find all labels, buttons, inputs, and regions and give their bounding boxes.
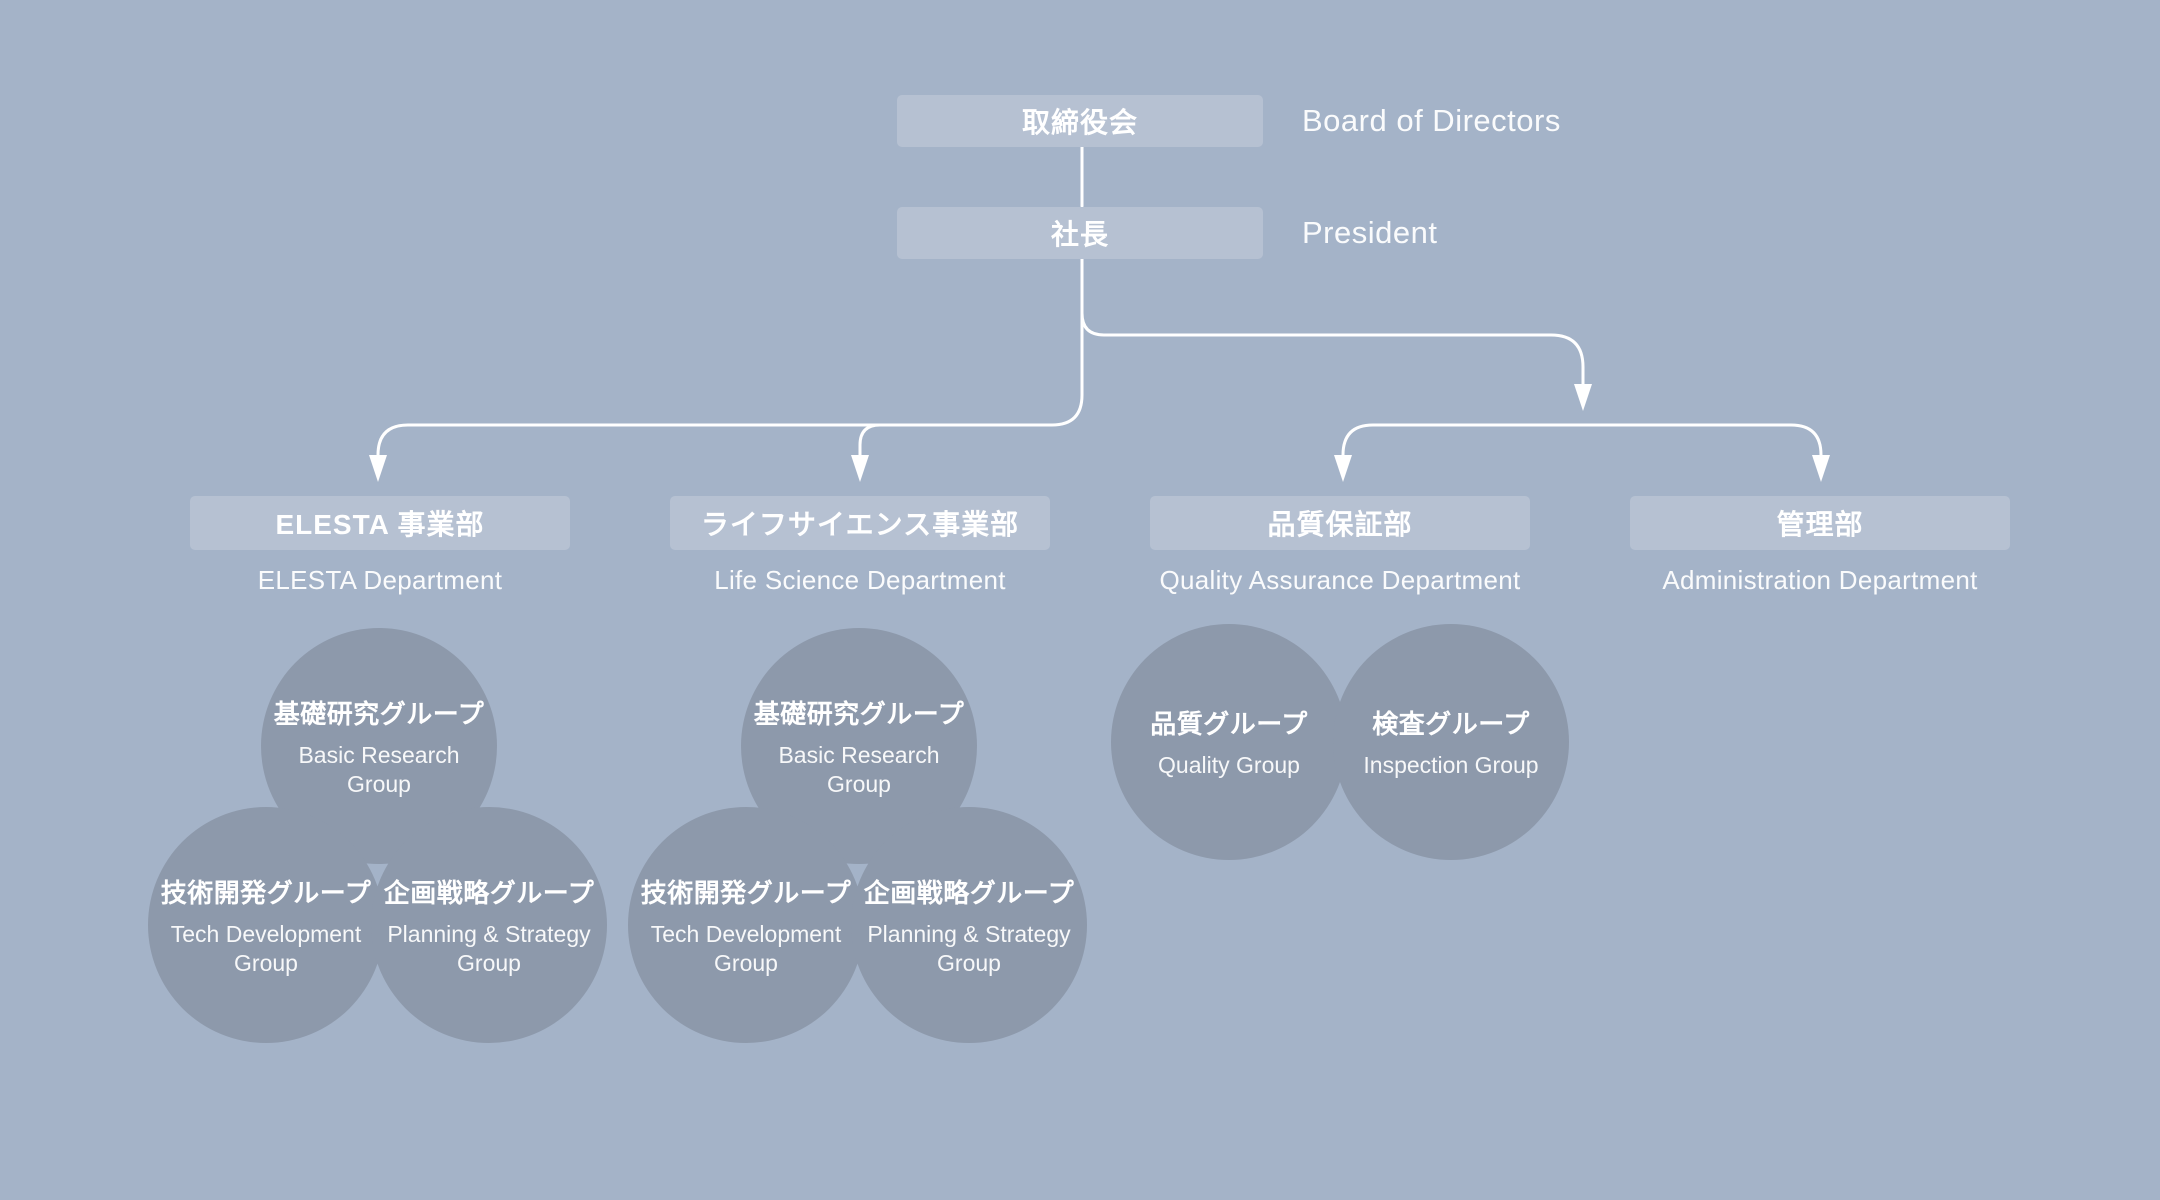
group-label-jp: 基礎研究グループ (273, 698, 485, 729)
group-label-jp: 技術開発グループ (160, 877, 372, 908)
dept-elesta-label-en: ELESTA Department (257, 565, 503, 595)
dept-life-science-label-jp: ライフサイエンス事業部 (700, 509, 1020, 540)
connector-president-to-elesta (376, 257, 1084, 459)
dept-quality-assurance-label-en: Quality Assurance Department (1159, 565, 1521, 595)
arrowhead-qa (1334, 455, 1352, 482)
dept-quality-assurance-label-jp: 品質保証部 (1267, 509, 1413, 540)
connector-qa-admin-split (1341, 423, 1823, 459)
arrowhead-right-branch (1574, 384, 1592, 411)
connector-branch-life-science (858, 423, 882, 459)
group-circle-ls-tech-development: 技術開発グループ Tech Development Group (628, 807, 864, 1043)
group-label-jp: 品質グループ (1150, 709, 1308, 739)
node-dept-elesta: ELESTA 事業部 (190, 496, 570, 550)
connector-president-right-branch (1080, 311, 1585, 387)
group-label-jp: 基礎研究グループ (753, 698, 965, 729)
group-label-en: Inspection Group (1363, 752, 1539, 778)
group-label-en: Planning & Strategy Group (387, 920, 591, 976)
dept-elesta-label-jp: ELESTA 事業部 (275, 509, 485, 540)
group-label-jp: 企画戦略グループ (863, 877, 1075, 908)
group-label-en: Planning & Strategy Group (867, 920, 1071, 976)
group-circle-qa-inspection: 検査グループ Inspection Group (1333, 624, 1569, 860)
arrowhead-admin (1812, 455, 1830, 482)
president-label-en: President (1302, 215, 1438, 250)
group-label-en: Tech Development Group (650, 920, 842, 976)
node-dept-quality-assurance: 品質保証部 (1150, 496, 1530, 550)
group-label-jp: 検査グループ (1372, 709, 1530, 739)
node-dept-administration: 管理部 (1630, 496, 2010, 550)
group-label-jp: 企画戦略グループ (383, 877, 595, 908)
group-circle-qa-quality: 品質グループ Quality Group (1111, 624, 1347, 860)
group-circle-elesta-planning-strategy: 企画戦略グループ Planning & Strategy Group (371, 807, 607, 1043)
group-circle-elesta-tech-development: 技術開発グループ Tech Development Group (148, 807, 384, 1043)
group-label-jp: 技術開発グループ (640, 877, 852, 908)
node-president: 社長 (897, 207, 1263, 259)
dept-administration-label-jp: 管理部 (1776, 509, 1864, 540)
president-label-jp: 社長 (1050, 219, 1109, 250)
group-label-en: Basic Research Group (298, 741, 460, 797)
board-label-jp: 取締役会 (1021, 107, 1138, 138)
dept-life-science-label-en: Life Science Department (714, 565, 1006, 595)
group-label-en: Quality Group (1158, 752, 1300, 778)
node-board-of-directors: 取締役会 (897, 95, 1263, 147)
group-label-en: Basic Research Group (778, 741, 940, 797)
arrowhead-life-science (851, 455, 869, 482)
board-label-en: Board of Directors (1302, 103, 1561, 138)
arrowhead-elesta (369, 455, 387, 482)
node-dept-life-science: ライフサイエンス事業部 (670, 496, 1050, 550)
dept-administration-label-en: Administration Department (1662, 565, 1978, 595)
group-circle-ls-planning-strategy: 企画戦略グループ Planning & Strategy Group (851, 807, 1087, 1043)
group-label-en: Tech Development Group (170, 920, 362, 976)
